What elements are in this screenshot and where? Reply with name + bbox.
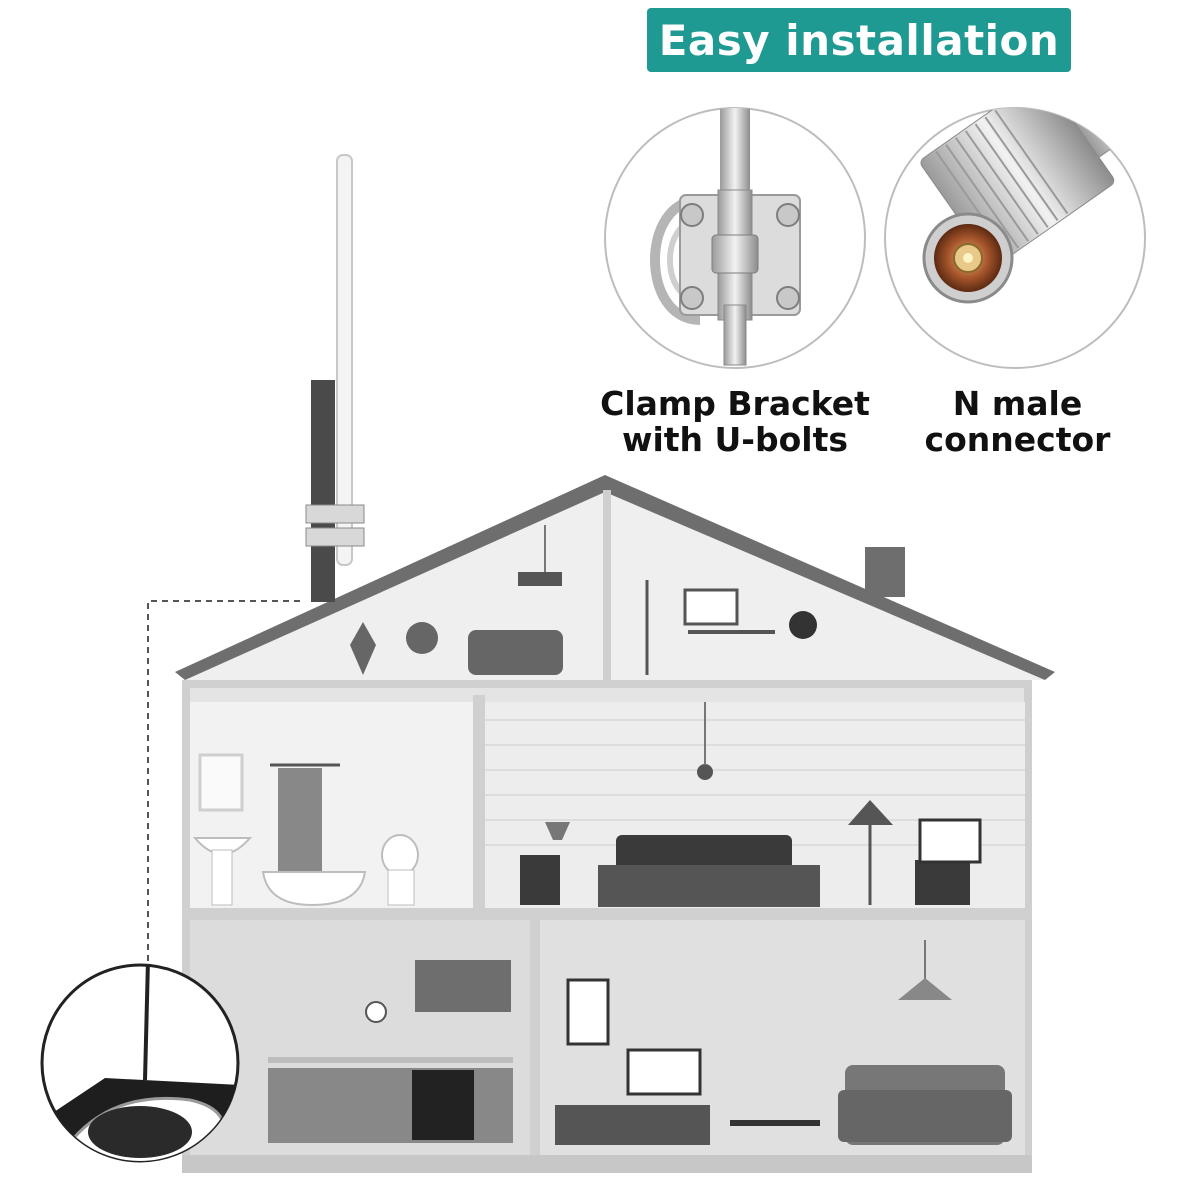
easy-installation-banner: Easy installation: [647, 8, 1071, 72]
n-connector-label: N male connector: [924, 384, 1111, 459]
indoor-router-icon: [40, 963, 240, 1163]
cable-line: [147, 600, 300, 975]
clamp-bracket-label: Clamp Bracket with U-bolts: [600, 384, 870, 459]
clamp-bracket-icon: [604, 107, 866, 369]
antenna-mast: [305, 154, 365, 602]
house-illustration: [175, 475, 1055, 1173]
n-male-connector-icon: [884, 107, 1146, 369]
